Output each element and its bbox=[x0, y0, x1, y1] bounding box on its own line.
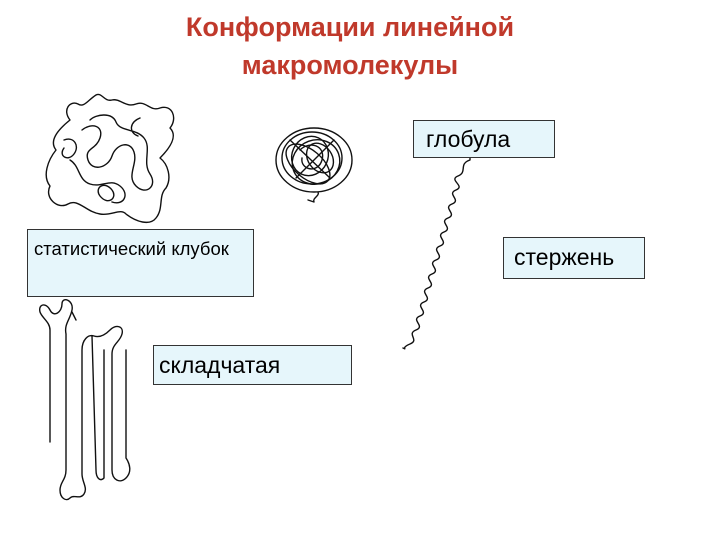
globule-drawing bbox=[275, 127, 353, 203]
label-folded: складчатая bbox=[153, 345, 352, 385]
folded-drawing bbox=[38, 299, 131, 501]
diagram-title-text: Конформации линейной макромолекулы bbox=[185, 12, 515, 80]
rod-drawing bbox=[402, 157, 471, 350]
statistical-coil-drawing bbox=[45, 93, 175, 224]
diagram-title: Конформации линейной макромолекулы bbox=[0, 8, 700, 84]
label-rod: стержень bbox=[503, 237, 645, 279]
label-statistical-coil: статистический клубок bbox=[27, 229, 254, 297]
label-globule: глобула bbox=[413, 120, 555, 158]
